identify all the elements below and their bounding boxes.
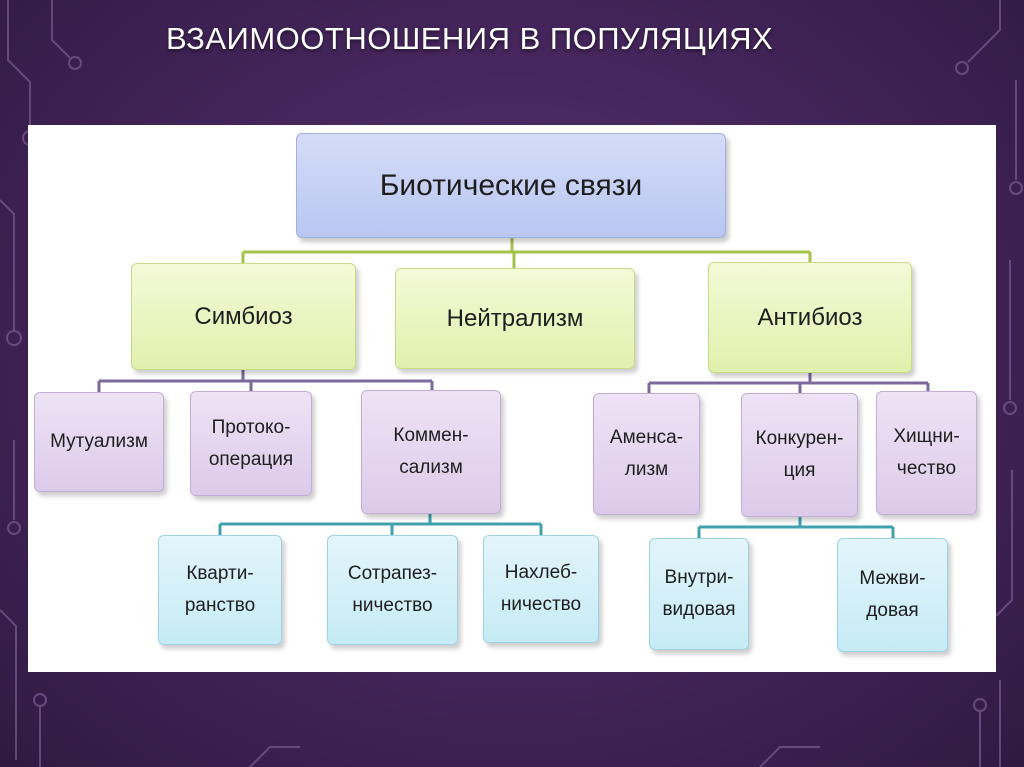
node-amensalism: Аменса- лизм: [593, 393, 700, 515]
node-co-feeding: Сотрапез- ничество: [327, 535, 458, 645]
node-predation: Хищни- чество: [876, 391, 977, 515]
node-antibiosis: Антибиоз: [708, 262, 912, 373]
node-symbiosis: Симбиоз: [131, 263, 356, 370]
node-biotic-relations: Биотические связи: [296, 133, 726, 238]
slide-title: ВЗАИМООТНОШЕНИЯ В ПОПУЛЯЦИЯХ: [166, 21, 774, 56]
node-intraspecific: Внутри- видовая: [649, 538, 749, 650]
node-quartering: Кварти- ранство: [158, 535, 282, 645]
node-neutralism: Нейтрализм: [395, 268, 635, 369]
node-mutualism: Мутуализм: [34, 392, 164, 492]
node-commensalism: Коммен- сализм: [361, 390, 501, 514]
node-interspecific: Межви- довая: [837, 538, 948, 652]
node-freeloading: Нахлеб- ничество: [483, 535, 599, 643]
node-competition: Конкурен- ция: [741, 393, 858, 517]
node-protocooperation: Протоко- операция: [190, 391, 312, 496]
